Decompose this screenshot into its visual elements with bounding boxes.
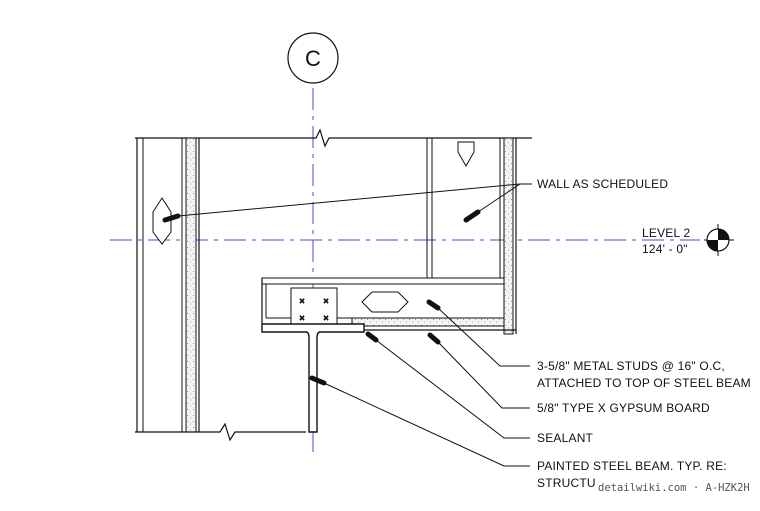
watermark: detailwiki.com · A-HZK2H — [598, 482, 750, 494]
svg-text:×: × — [323, 313, 328, 323]
leader-lines — [177, 183, 532, 467]
left-wall — [136, 137, 200, 433]
svg-text:×: × — [299, 296, 304, 306]
note-metal-studs-cont: ATTACHED TO TOP OF STEEL BEAM — [537, 376, 751, 390]
note-metal-studs: 3-5/8" METAL STUDS @ 16" O.C, — [537, 359, 725, 373]
svg-text:×: × — [323, 296, 328, 306]
top-break-line — [135, 128, 532, 148]
svg-text:×: × — [299, 313, 304, 323]
note-steel-beam: PAINTED STEEL BEAM. TYP. RE: — [537, 459, 727, 473]
fastener-plate: × × × × — [290, 287, 338, 325]
note-gypsum-board: 5/8" TYPE X GYPSUM BOARD — [537, 401, 710, 415]
level-name: LEVEL 2 — [642, 226, 690, 240]
level-elevation: 124' - 0" — [642, 242, 688, 256]
level-marker-symbol — [704, 224, 734, 256]
note-steel-beam-cont: STRUCTU — [537, 476, 596, 490]
sealant-beads — [162, 209, 481, 386]
grid-bubble-label: C — [305, 46, 321, 71]
grid-bubble: C — [287, 32, 339, 84]
note-wall-as-scheduled: WALL AS SCHEDULED — [537, 177, 668, 191]
right-wall — [426, 137, 517, 335]
bottom-break-line — [135, 422, 306, 442]
note-sealant: SEALANT — [537, 431, 594, 445]
horizontal-stud — [261, 277, 516, 331]
